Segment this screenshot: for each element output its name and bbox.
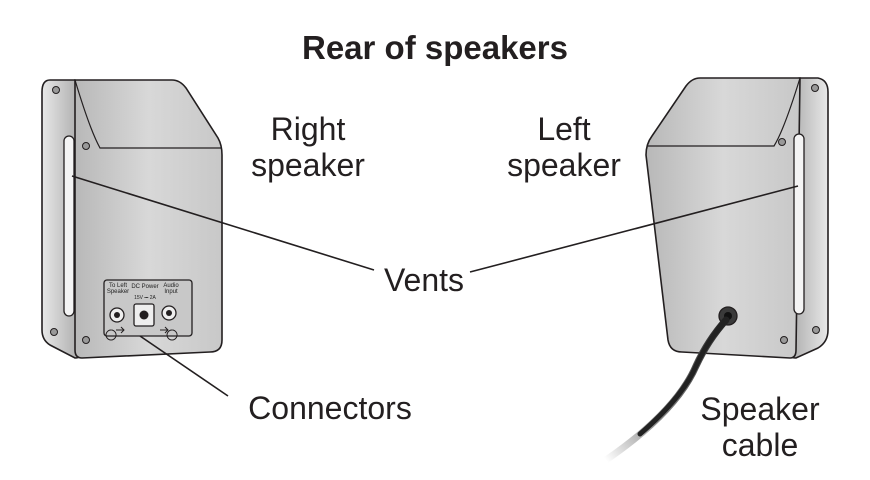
screw-icon [778, 138, 786, 146]
screw-icon [82, 142, 90, 150]
output-arrow-icon [105, 326, 125, 341]
leader-lines [71, 175, 799, 397]
left-speaker-back-panel [645, 77, 801, 359]
to-left-speaker-label: To Left Speaker [106, 283, 130, 296]
page-title: Rear of speakers [302, 29, 568, 66]
screw-icon [50, 328, 58, 336]
screw-icon [780, 336, 788, 344]
connectors-label: Connectors [248, 390, 412, 426]
connectors-leader [139, 335, 229, 397]
vents-leader-right [71, 175, 375, 271]
screw-icon [811, 84, 819, 92]
right-speaker [41, 79, 223, 359]
input-arrow-icon [160, 326, 178, 341]
speaker-cable-label: Speaker cable [700, 391, 820, 463]
left-speaker [645, 77, 829, 359]
audio-input-label: Audio Input [163, 283, 179, 296]
screw-icon [82, 336, 90, 344]
dc-power-spec: 15V ⎓ 2A [134, 295, 156, 301]
vents-leader-left [469, 185, 799, 273]
left-speaker-vent [793, 133, 805, 315]
right-speaker-vent [63, 135, 75, 317]
screw-icon [812, 326, 820, 334]
speaker-cable [602, 316, 730, 464]
right-speaker-label: Right speaker [251, 111, 365, 183]
screw-icon [52, 86, 60, 94]
dc-power-label: DC Power [131, 284, 159, 290]
left-speaker-label: Left speaker [507, 111, 621, 183]
vents-label: Vents [383, 262, 465, 298]
